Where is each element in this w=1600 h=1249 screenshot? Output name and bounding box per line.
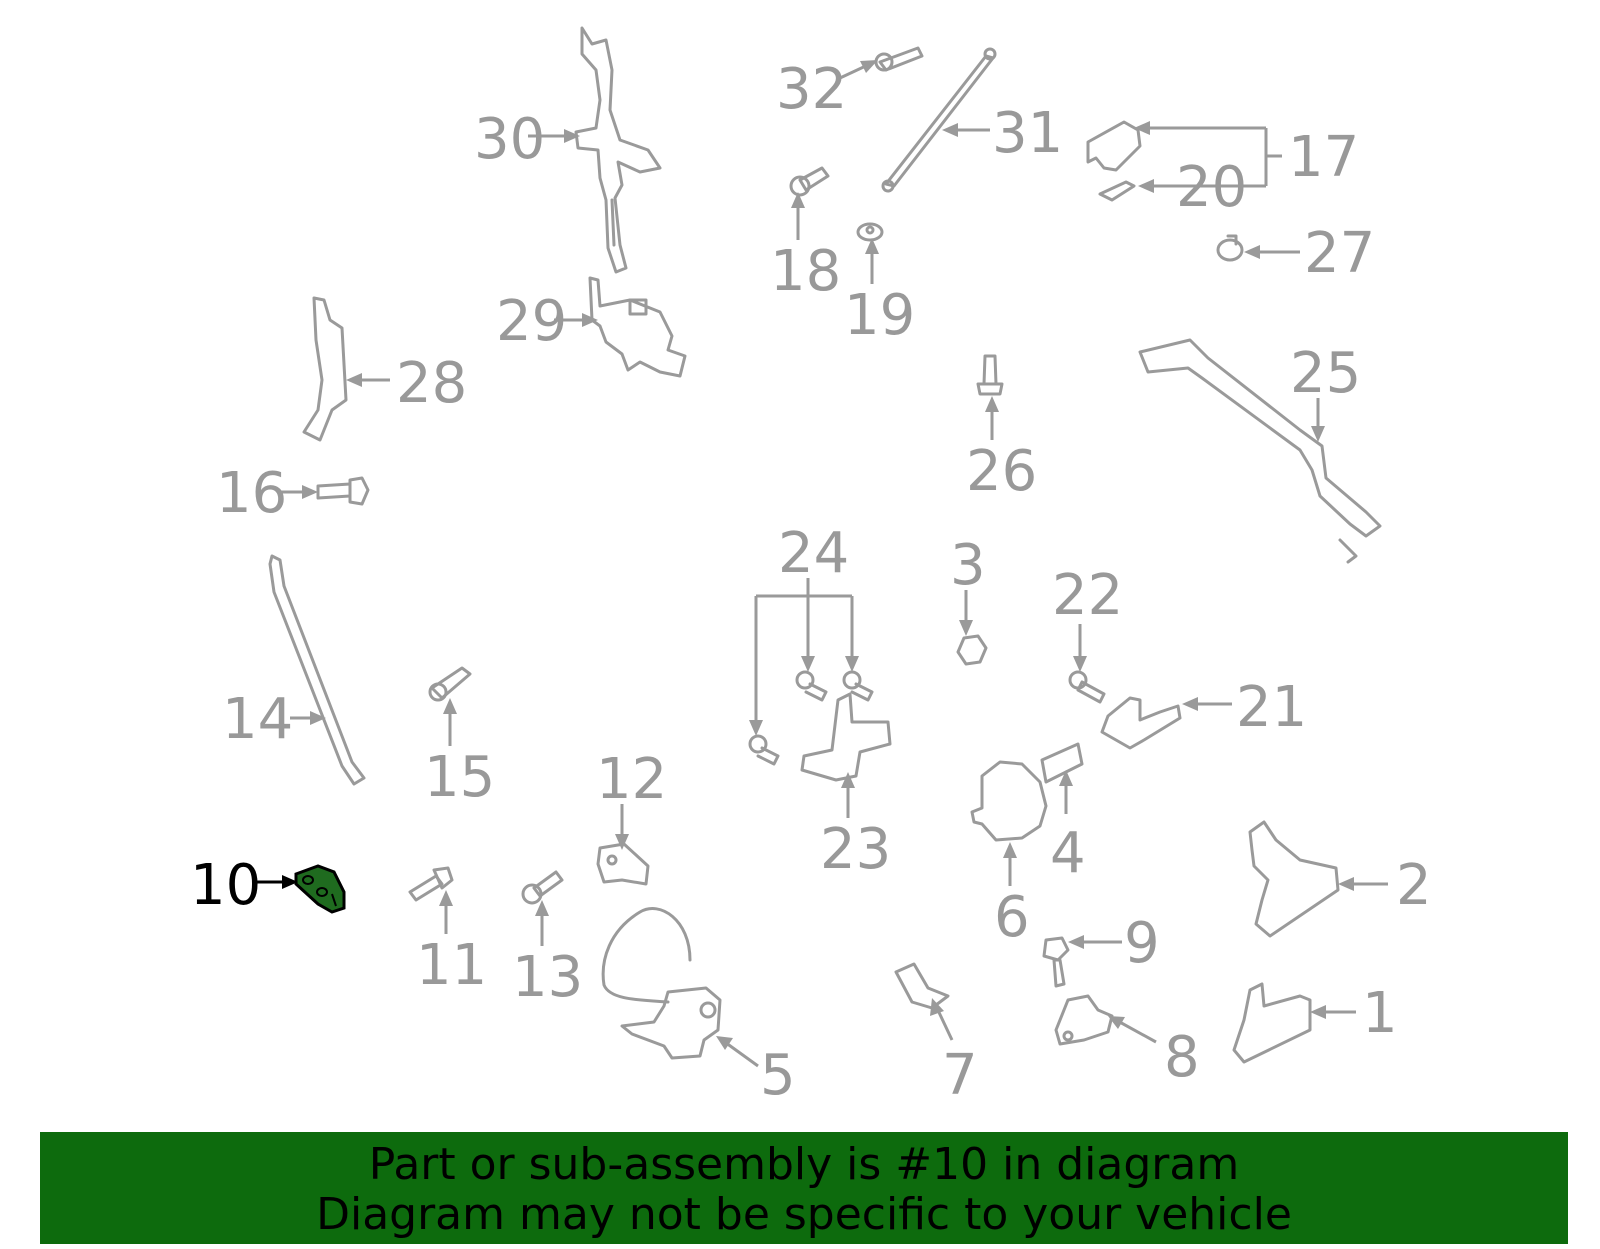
part-25-drawing [1138, 338, 1382, 564]
callout-2: 2 [1396, 853, 1432, 918]
leader-lines [254, 60, 1388, 1068]
part-8-drawing [1054, 994, 1114, 1046]
callout-18: 18 [770, 239, 841, 304]
banner-line-1: Part or sub-assembly is #10 in diagram [368, 1139, 1240, 1190]
callout-4: 4 [1050, 821, 1086, 886]
part-32-drawing [874, 46, 924, 72]
part-17-drawing [1086, 120, 1142, 172]
part-12-drawing [596, 842, 650, 886]
info-banner: Part or sub-assembly is #10 in diagram D… [40, 1132, 1568, 1244]
callout-32: 32 [776, 57, 847, 122]
part-24-drawing [748, 670, 874, 766]
callout-26: 26 [966, 439, 1037, 504]
callout-5: 5 [760, 1043, 796, 1108]
callout-17: 17 [1288, 125, 1359, 190]
callout-9: 9 [1124, 911, 1160, 976]
callout-11: 11 [416, 933, 487, 998]
part-6-drawing [970, 760, 1048, 842]
part-2-drawing [1248, 820, 1340, 938]
part-18-drawing [789, 166, 830, 197]
part-13-drawing [521, 870, 564, 905]
part-1-drawing [1232, 982, 1312, 1064]
callout-1: 1 [1362, 981, 1398, 1046]
callout-12: 12 [596, 747, 667, 812]
part-15-drawing [428, 666, 472, 702]
part-11-drawing [408, 866, 454, 902]
part-4-drawing [1040, 742, 1084, 784]
part-23-drawing [800, 692, 892, 782]
part-16-drawing [316, 476, 370, 506]
part-21-drawing [1100, 696, 1182, 750]
banner-line-2: Diagram may not be specific to your vehi… [316, 1189, 1292, 1240]
callout-7: 7 [942, 1043, 978, 1108]
part-30-drawing [574, 26, 662, 274]
callout-14: 14 [222, 687, 293, 752]
callout-21: 21 [1236, 675, 1307, 740]
part-9-drawing [1042, 936, 1070, 988]
callout-24: 24 [778, 521, 849, 586]
part-19-drawing [856, 222, 884, 242]
part-14-drawing [268, 554, 366, 786]
callout-30: 30 [474, 107, 545, 172]
part-31-drawing [881, 47, 997, 193]
part-27-drawing [1216, 234, 1244, 262]
callout-20: 20 [1176, 155, 1247, 220]
part-26-drawing [976, 354, 1004, 396]
callout-31: 31 [992, 101, 1063, 166]
part-7-drawing [894, 962, 950, 1010]
part-20-drawing [1098, 180, 1136, 202]
callout-28: 28 [396, 351, 467, 416]
callout-10: 10 [190, 853, 261, 918]
callout-29: 29 [496, 289, 567, 354]
callout-23: 23 [820, 817, 891, 882]
callout-15: 15 [424, 745, 495, 810]
part-22-drawing [1068, 670, 1106, 704]
callout-19: 19 [844, 283, 915, 348]
part-10-drawing [294, 864, 346, 914]
callout-8: 8 [1164, 1025, 1200, 1090]
callout-3: 3 [950, 533, 986, 598]
callout-27: 27 [1304, 221, 1375, 286]
part-28-drawing [302, 296, 348, 442]
part-29-drawing [588, 276, 687, 378]
callout-6: 6 [994, 885, 1030, 950]
part-3-drawing [956, 634, 988, 666]
callout-25: 25 [1290, 341, 1361, 406]
part-5-drawing [601, 907, 722, 1060]
callout-16: 16 [216, 461, 287, 526]
callout-13: 13 [512, 945, 583, 1010]
callout-22: 22 [1052, 563, 1123, 628]
